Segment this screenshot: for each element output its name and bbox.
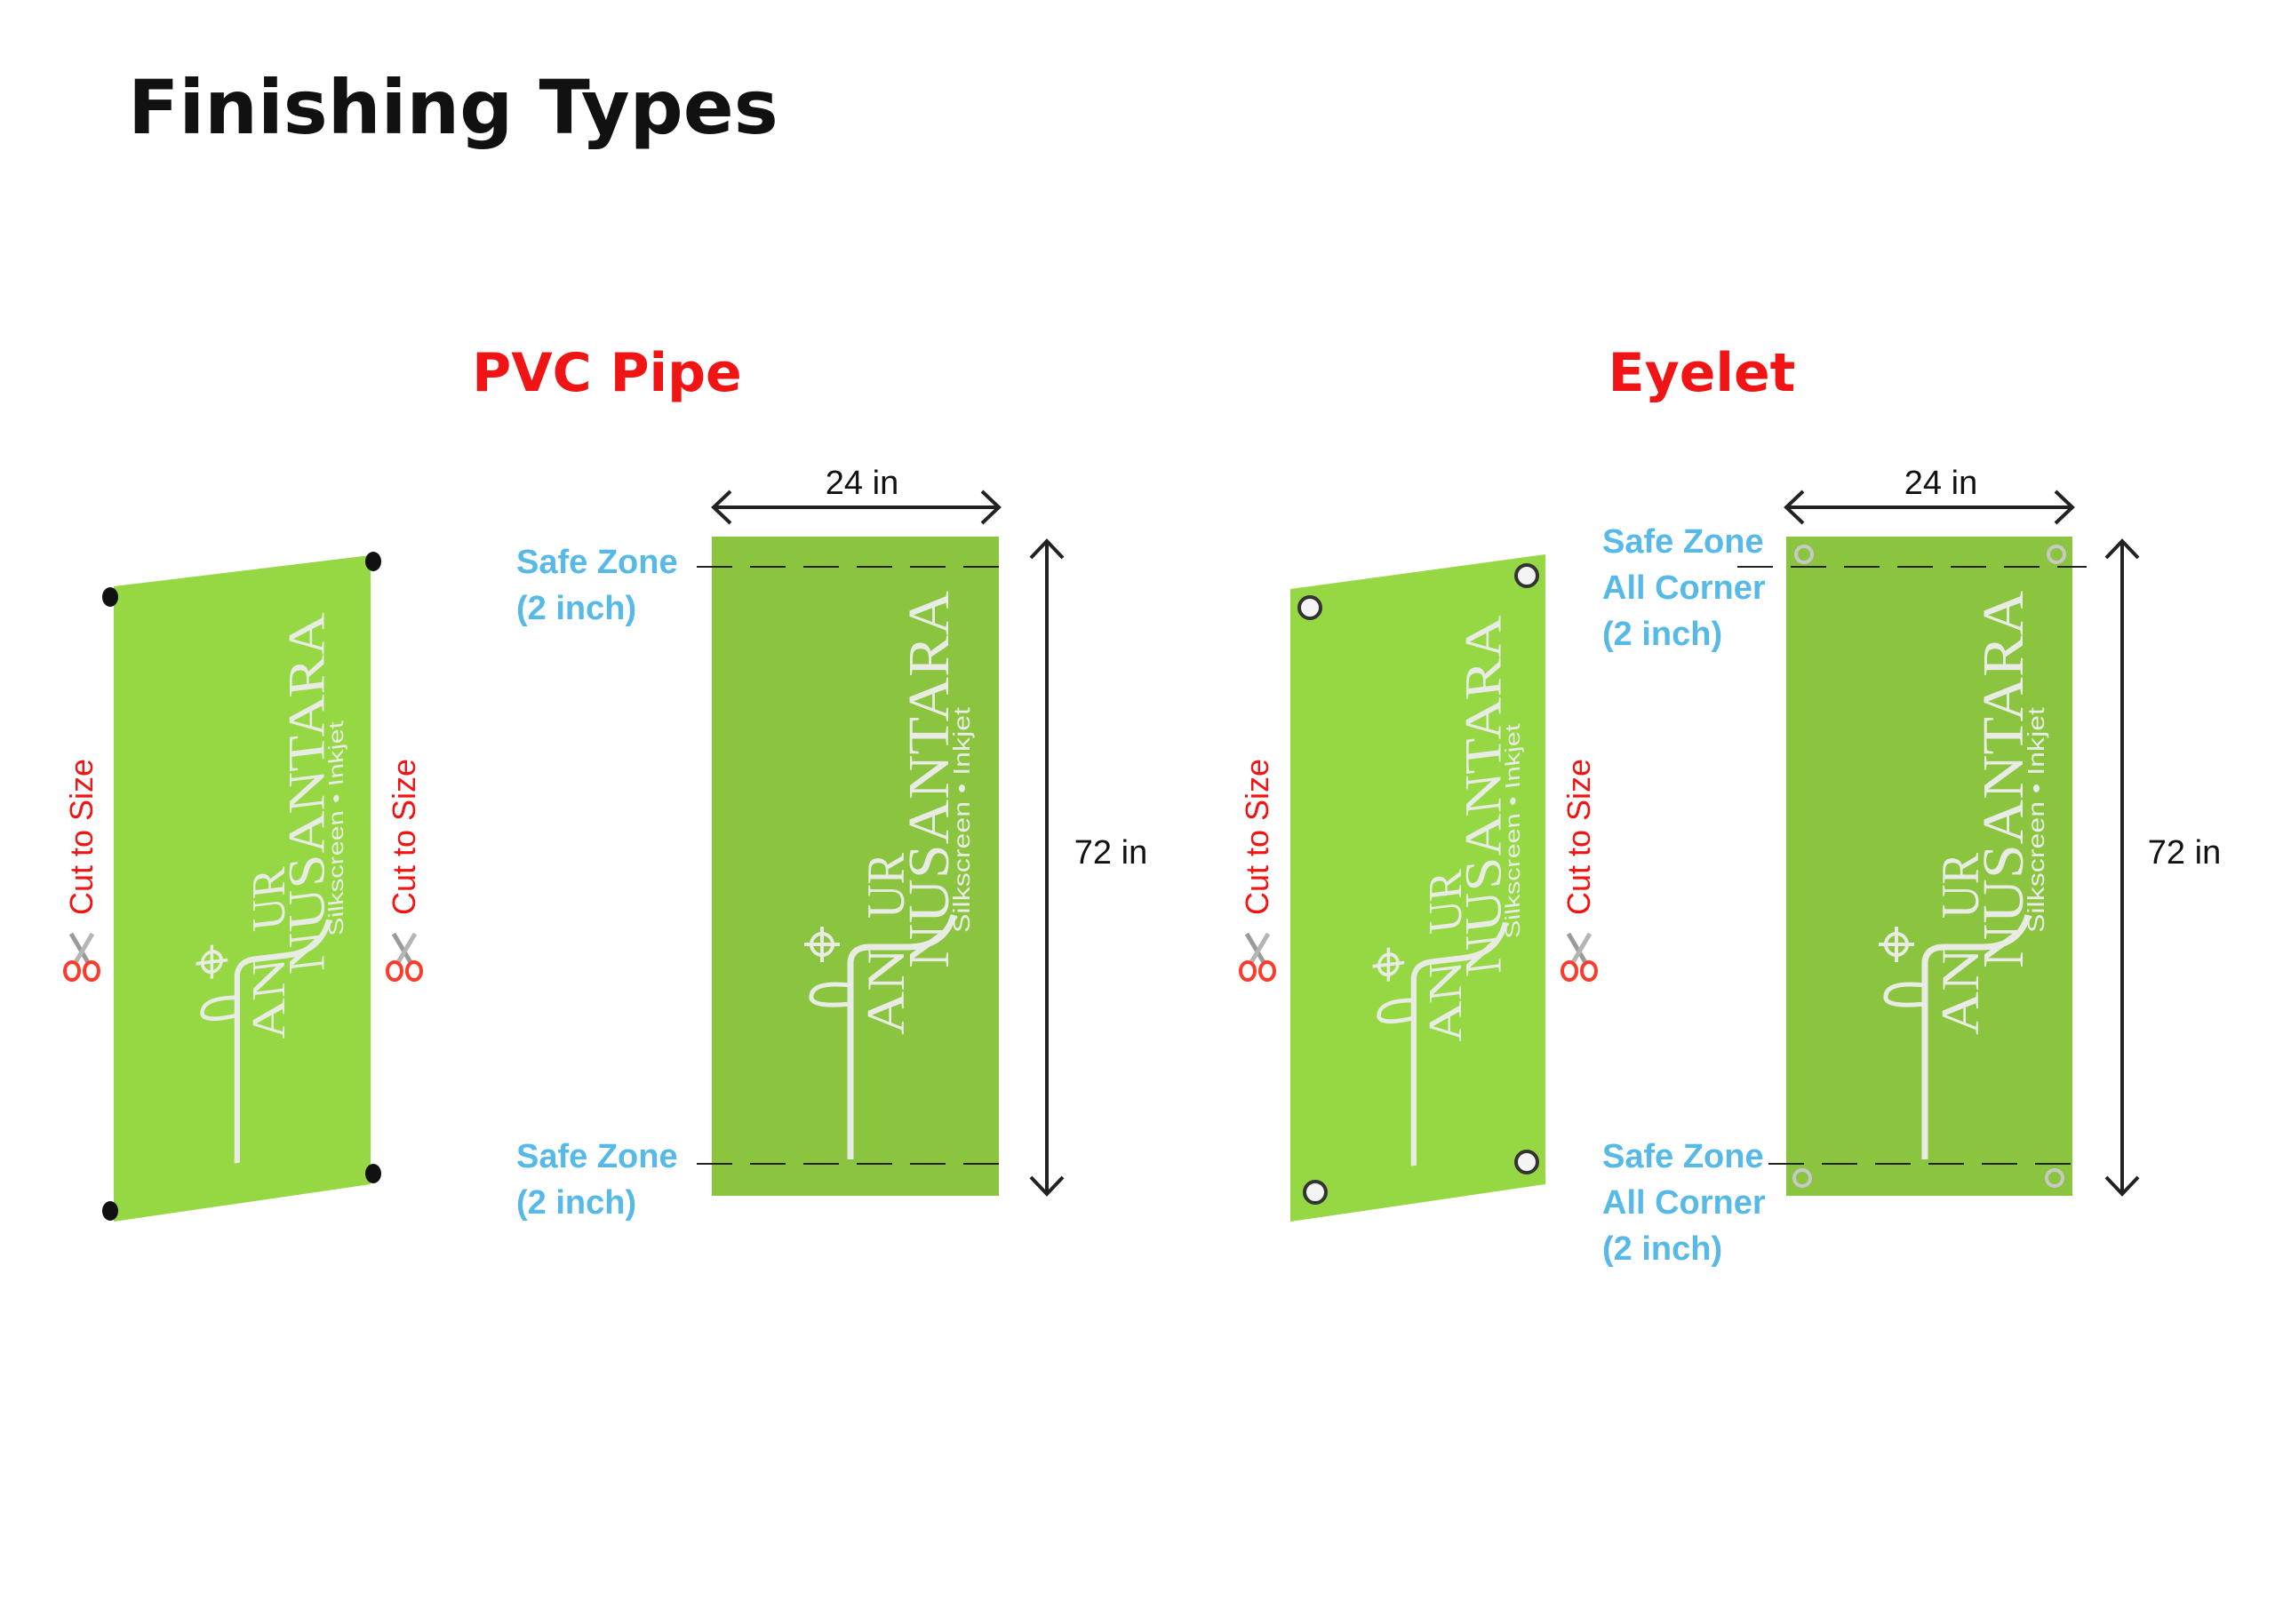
scissors-icon: [1241, 934, 1274, 980]
crosshair-icon: [196, 944, 228, 979]
logo-flourish: [809, 982, 851, 1007]
logo-tagline: Silkscreen • Inkjet: [325, 720, 348, 937]
logo-an: AN: [1419, 958, 1472, 1047]
logo-j-stroke: [234, 919, 332, 1164]
logo-flourish: [1883, 982, 1926, 1007]
logo-nusantara: NUSANTARA: [279, 611, 337, 977]
safe-zone-label-bottom: Safe Zone All Corner (2 inch): [1602, 1138, 1775, 1268]
section-heading-eyelet: Eyelet: [1608, 342, 1796, 404]
safe-zone-label-top: Safe Zone All Corner (2 inch): [1602, 523, 1775, 653]
logo-tagline: Silkscreen • Inkjet: [948, 706, 975, 933]
safe-zone-line: (2 inch): [1602, 1230, 1722, 1268]
safe-zone-label-top: Safe Zone (2 inch): [516, 544, 687, 627]
crosshair-icon: [1372, 947, 1405, 982]
safe-zone-line: Safe Zone: [516, 1138, 678, 1175]
logo-ur: UR: [1931, 853, 1990, 919]
width-dimension-arrow: [711, 490, 1002, 525]
safe-zone-line: (2 inch): [516, 1184, 636, 1222]
safe-zone-line: (2 inch): [516, 590, 636, 627]
logo-j-stroke: [1921, 913, 2032, 1159]
crosshair-icon: [1879, 927, 1914, 962]
width-label: 24 in: [1904, 465, 1977, 502]
eyelet-grommets: [1792, 545, 2066, 1188]
page-title: Finishing Types: [128, 64, 778, 151]
logo-an: AN: [1931, 948, 1990, 1035]
logo-nusantara: NUSANTARA: [1971, 591, 2036, 968]
logo-j-stroke: [847, 913, 957, 1159]
safe-zone-line: Safe Zone: [1602, 1138, 1764, 1175]
pvc-pipe-end-caps: [102, 552, 381, 1221]
safe-zone-line: All Corner: [1602, 1184, 1766, 1222]
cut-to-size-label-right: Cut to Size: [1561, 759, 1597, 915]
safe-zone-line: Safe Zone: [516, 544, 678, 581]
safe-zone-line: All Corner: [1602, 569, 1766, 607]
logo-an: AN: [243, 955, 295, 1044]
height-dimension-arrow: [1029, 538, 1065, 1197]
logo-nusantara: NUSANTARA: [897, 591, 962, 968]
eyelet-grommets: [1297, 563, 1539, 1205]
width-label: 24 in: [826, 465, 898, 502]
safe-zone-line: Safe Zone: [1602, 523, 1764, 561]
safe-zone-line: (2 inch): [1602, 616, 1722, 653]
height-label: 72 in: [1074, 834, 1147, 872]
scissors-icon: [1562, 934, 1596, 980]
cut-to-size-label-left: Cut to Size: [63, 759, 100, 915]
width-dimension-arrow: [1784, 490, 2075, 525]
height-dimension-arrow: [2104, 538, 2140, 1197]
crosshair-icon: [804, 927, 840, 962]
logo-tagline: Silkscreen • Inkjet: [1502, 722, 1525, 940]
scissors-icon: [387, 934, 421, 980]
logo-tagline: Silkscreen • Inkjet: [2023, 706, 2049, 933]
cut-to-size-label-right: Cut to Size: [386, 759, 422, 915]
safe-zone-label-bottom: Safe Zone (2 inch): [516, 1138, 687, 1222]
logo-ur: UR: [857, 853, 915, 919]
section-heading-pvc-pipe: PVC Pipe: [472, 342, 742, 404]
logo-ur: UR: [1419, 867, 1472, 935]
scissors-icon: [65, 934, 99, 980]
height-label: 72 in: [2148, 834, 2221, 872]
logo-j-stroke: [1410, 921, 1509, 1166]
logo-an: AN: [857, 948, 915, 1035]
cut-to-size-label-left: Cut to Size: [1239, 759, 1275, 915]
logo-flourish: [1377, 998, 1415, 1024]
logo-flourish: [200, 995, 238, 1022]
logo-nusantara: NUSANTARA: [1456, 614, 1513, 980]
logo-ur: UR: [243, 864, 295, 933]
